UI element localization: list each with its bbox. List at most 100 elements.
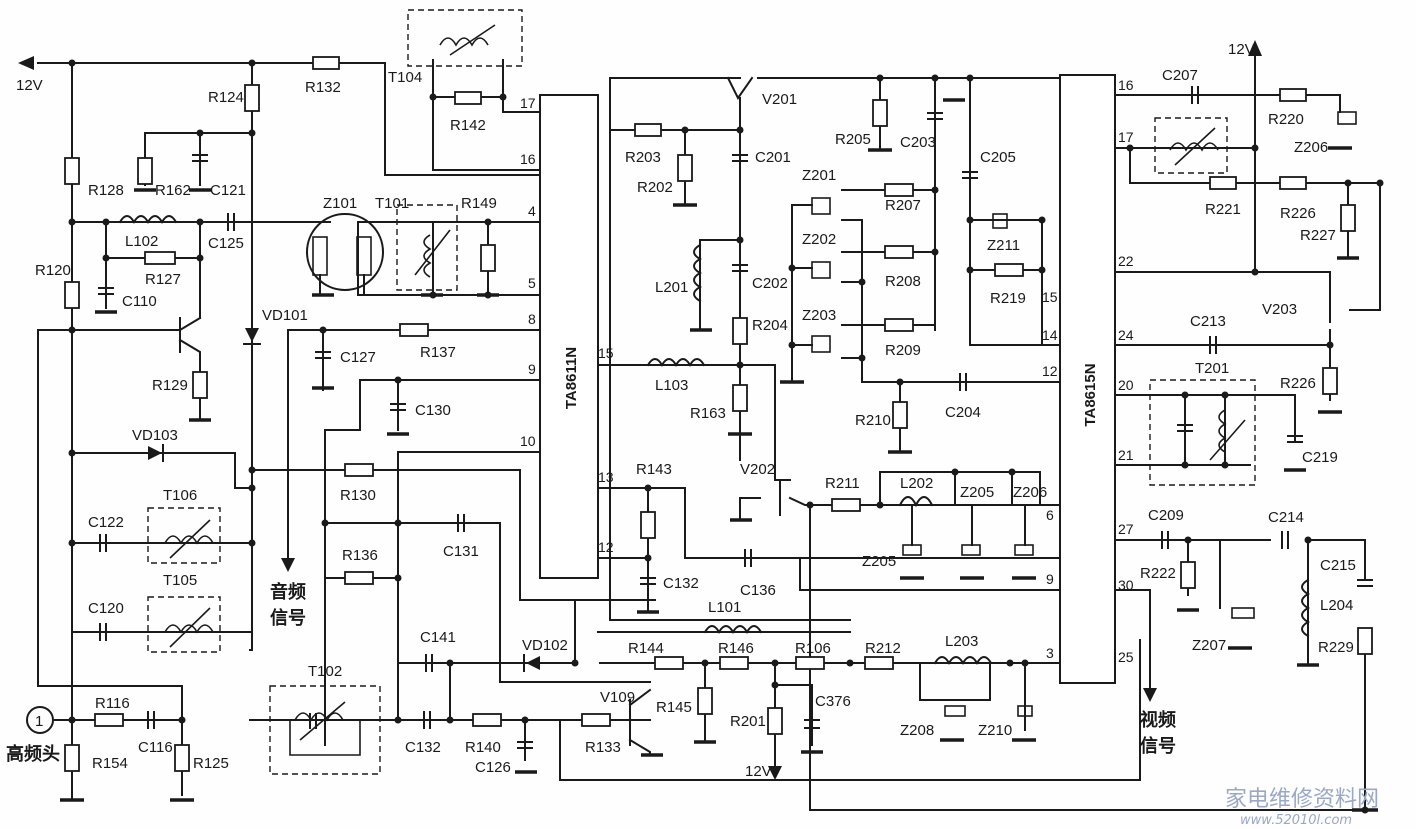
label-l101: L101 [708,599,741,616]
z101-filter [306,213,384,296]
label-r140: R140 [465,739,501,756]
label-r132: R132 [305,79,341,96]
label-r143: R143 [636,461,672,478]
label-c120: C120 [88,600,124,617]
label-r149: R149 [461,195,497,212]
ic1-pin-4: 4 [528,203,536,219]
label-t104: T104 [388,69,422,86]
label-r124: R124 [208,89,244,106]
ic2-pin-14: 14 [1042,327,1058,343]
ic1-pin-5: 5 [528,275,536,291]
label-c132a: C132 [405,739,441,756]
video-signal-label-2: 信号 [1140,735,1176,757]
label-c215: C215 [1320,557,1356,574]
label-c219: C219 [1302,449,1338,466]
inductors [118,215,1310,665]
label-r211: R211 [825,475,860,492]
label-r202: R202 [637,179,673,196]
label-z203: Z203 [802,307,836,324]
ic-tda8611n [539,94,599,579]
ic2-pin-20: 20 [1118,377,1134,393]
wires [37,54,1381,811]
label-c125: C125 [208,235,244,252]
label-z206b: Z206 [1013,484,1047,501]
ic1-label: TA8611N [563,347,580,409]
semiconductors [148,76,1331,746]
label-z205b: Z205 [862,553,896,570]
ic-ta8615n [1059,74,1116,684]
ic2-pin-25: 25 [1118,649,1134,665]
label-r162: R162 [155,182,191,199]
ic2-pin-30: 30 [1118,577,1134,593]
label-l103: L103 [655,377,688,394]
ic2-pin-labels: 16 17 15 14 12 22 24 20 21 6 27 9 30 3 2… [1042,77,1134,665]
label-r125: R125 [193,755,229,772]
ic1-pin-10: 10 [520,433,536,449]
supply-12v-left: 12V [16,77,43,94]
label-r154: R154 [92,755,128,772]
label-r127: R127 [145,271,181,288]
label-z206: Z206 [1294,139,1328,156]
label-c201: C201 [755,149,791,166]
label-vd103: VD103 [132,427,178,444]
tuner-label: 高频头 [6,743,60,765]
ceramic-filters [811,111,1357,717]
supply-12v-right: 12V [1228,41,1255,58]
label-c116: C116 [138,739,173,756]
watermark-title: 家电维修资料网 [1225,787,1379,812]
label-l203: L203 [945,633,978,650]
label-c204: C204 [945,404,981,421]
label-v201: V201 [762,91,797,108]
label-c207: C207 [1162,67,1198,84]
ic2-pin-17: 17 [1118,129,1134,145]
label-c376: C376 [815,693,851,710]
label-c122: C122 [88,514,124,531]
ic1-pin-16: 16 [520,151,536,167]
ic1-pin-15: 15 [598,345,614,361]
ic2-pin-9: 9 [1046,571,1054,587]
ic1-pin-labels: 17 16 4 5 8 9 10 15 13 12 [520,95,614,555]
label-c214: C214 [1268,509,1304,526]
label-t101: T101 [375,195,409,212]
label-t201: T201 [1195,360,1229,377]
ic1-pin-8: 8 [528,311,536,327]
label-r133: R133 [585,739,621,756]
label-c202: C202 [752,275,788,292]
label-r207: R207 [885,197,921,214]
label-vd101: VD101 [262,307,308,324]
label-c205: C205 [980,149,1016,166]
label-c136: C136 [740,582,776,599]
label-r120: R120 [35,262,71,279]
ic2-pin-21: 21 [1118,447,1134,463]
label-r219: R219 [990,290,1026,307]
label-r226a: R226 [1280,205,1316,222]
tuner-terminal [26,706,54,734]
label-t106: T106 [163,487,197,504]
label-r129: R129 [152,377,188,394]
ic1-pin-13: 13 [598,469,614,485]
ic2-pin-15: 15 [1042,289,1058,305]
label-r145: R145 [656,699,692,716]
label-t102: T102 [308,663,342,680]
label-r137: R137 [420,344,456,361]
label-r106: R106 [795,640,831,657]
label-c141: C141 [420,629,456,646]
ic2-pin-16: 16 [1118,77,1134,93]
label-r136: R136 [342,547,378,564]
transformers [147,9,1256,775]
label-c110: C110 [122,293,157,310]
label-z205a: Z205 [960,484,994,501]
label-r128: R128 [88,182,124,199]
label-c130: C130 [415,402,451,419]
ic1-pin-9: 9 [528,361,536,377]
label-v202: V202 [740,461,775,478]
label-r204: R204 [752,317,788,334]
label-c132b: C132 [663,575,699,592]
label-r222: R222 [1140,565,1176,582]
junctions [68,59,1384,814]
label-v203: V203 [1262,301,1297,318]
label-l201: L201 [655,279,688,296]
label-r144: R144 [628,640,664,657]
